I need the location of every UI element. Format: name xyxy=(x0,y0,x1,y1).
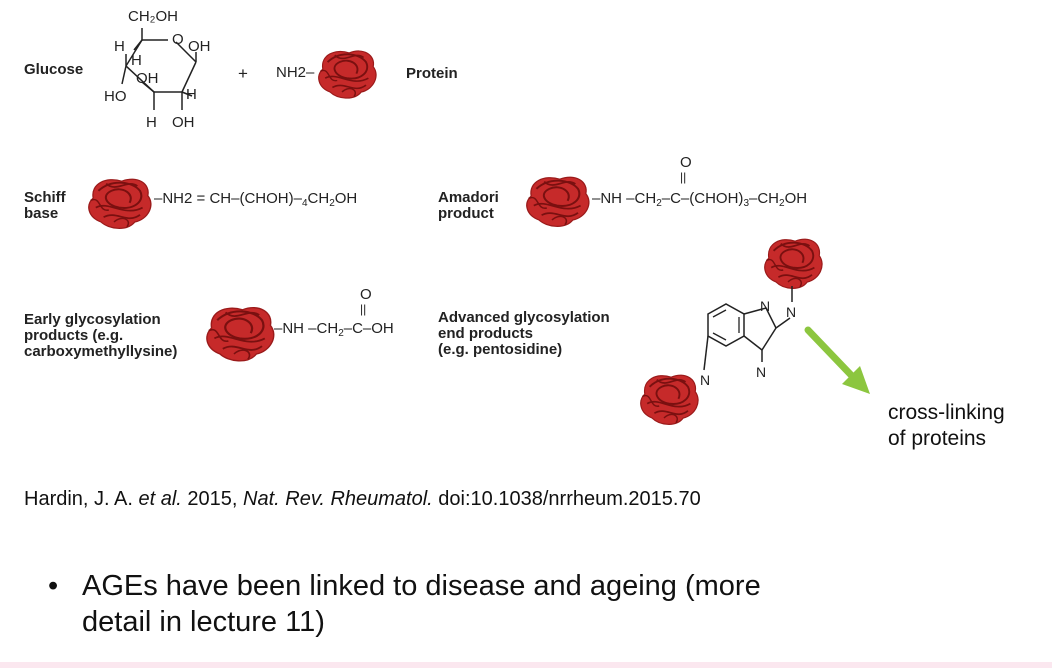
glucose-ho-left: HO xyxy=(104,88,127,105)
protein-blob-icon xyxy=(87,178,152,230)
glucose-ring-o: O xyxy=(172,31,184,48)
glucose-oh-inner: OH xyxy=(136,70,159,87)
early-carbonyl-o: O xyxy=(360,286,372,303)
amadori-carbonyl-o: O xyxy=(680,154,692,171)
protein-blob-icon xyxy=(525,176,590,228)
glucose-ch2oh: CH₂OH xyxy=(128,8,178,25)
schiff-label: Schiff base xyxy=(24,189,66,222)
early-double-bond: || xyxy=(360,302,367,316)
protein-label: Protein xyxy=(406,65,458,82)
advanced-label: Advanced glycosylation end products (e.g… xyxy=(438,309,610,358)
early-label: Early glycosylation products (e.g. carbo… xyxy=(24,311,178,360)
pentosidine-n4: N xyxy=(700,372,711,388)
glucose-label: Glucose xyxy=(24,61,84,78)
glucose-h-bottom: H xyxy=(146,114,157,131)
amadori-label: Amadori product xyxy=(438,189,499,222)
bullet-text: AGEs have been linked to disease and age… xyxy=(82,570,761,638)
footer-bar xyxy=(0,662,1052,668)
glucose-h-right: H xyxy=(186,86,197,103)
bullet-marker: • xyxy=(48,570,59,602)
plus-sign: + xyxy=(238,64,248,83)
protein-nh2: NH2– xyxy=(276,64,315,81)
pentosidine-n2: N xyxy=(786,304,797,320)
amadori-double-bond: || xyxy=(680,170,687,184)
glucose-oh-bottom: OH xyxy=(172,114,195,131)
glucose-oh-right: OH xyxy=(188,38,211,55)
schiff-formula: –NH2 = CH–(CHOH)–4CH2OH xyxy=(154,190,358,209)
glucose-ring-bonds xyxy=(121,28,197,110)
arrow-icon xyxy=(804,326,870,394)
glucose-h-top-left: H xyxy=(114,38,125,55)
pentosidine-n3: N xyxy=(756,364,767,380)
citation: Hardin, J. A. et al. 2015, Nat. Rev. Rhe… xyxy=(24,488,701,510)
protein-blob-icon xyxy=(205,306,275,362)
amadori-formula: –NH –CH2–C–(CHOH)3–CH2OH xyxy=(592,190,808,209)
pentosidine-structure xyxy=(703,286,793,371)
glucose-h-inner: H xyxy=(131,52,142,69)
early-formula: –NH –CH2–C–OH xyxy=(274,320,394,339)
crosslink-text: cross-linking of proteins xyxy=(888,401,1005,450)
protein-blob-icon xyxy=(317,50,378,100)
pentosidine-n1: N xyxy=(760,298,771,314)
